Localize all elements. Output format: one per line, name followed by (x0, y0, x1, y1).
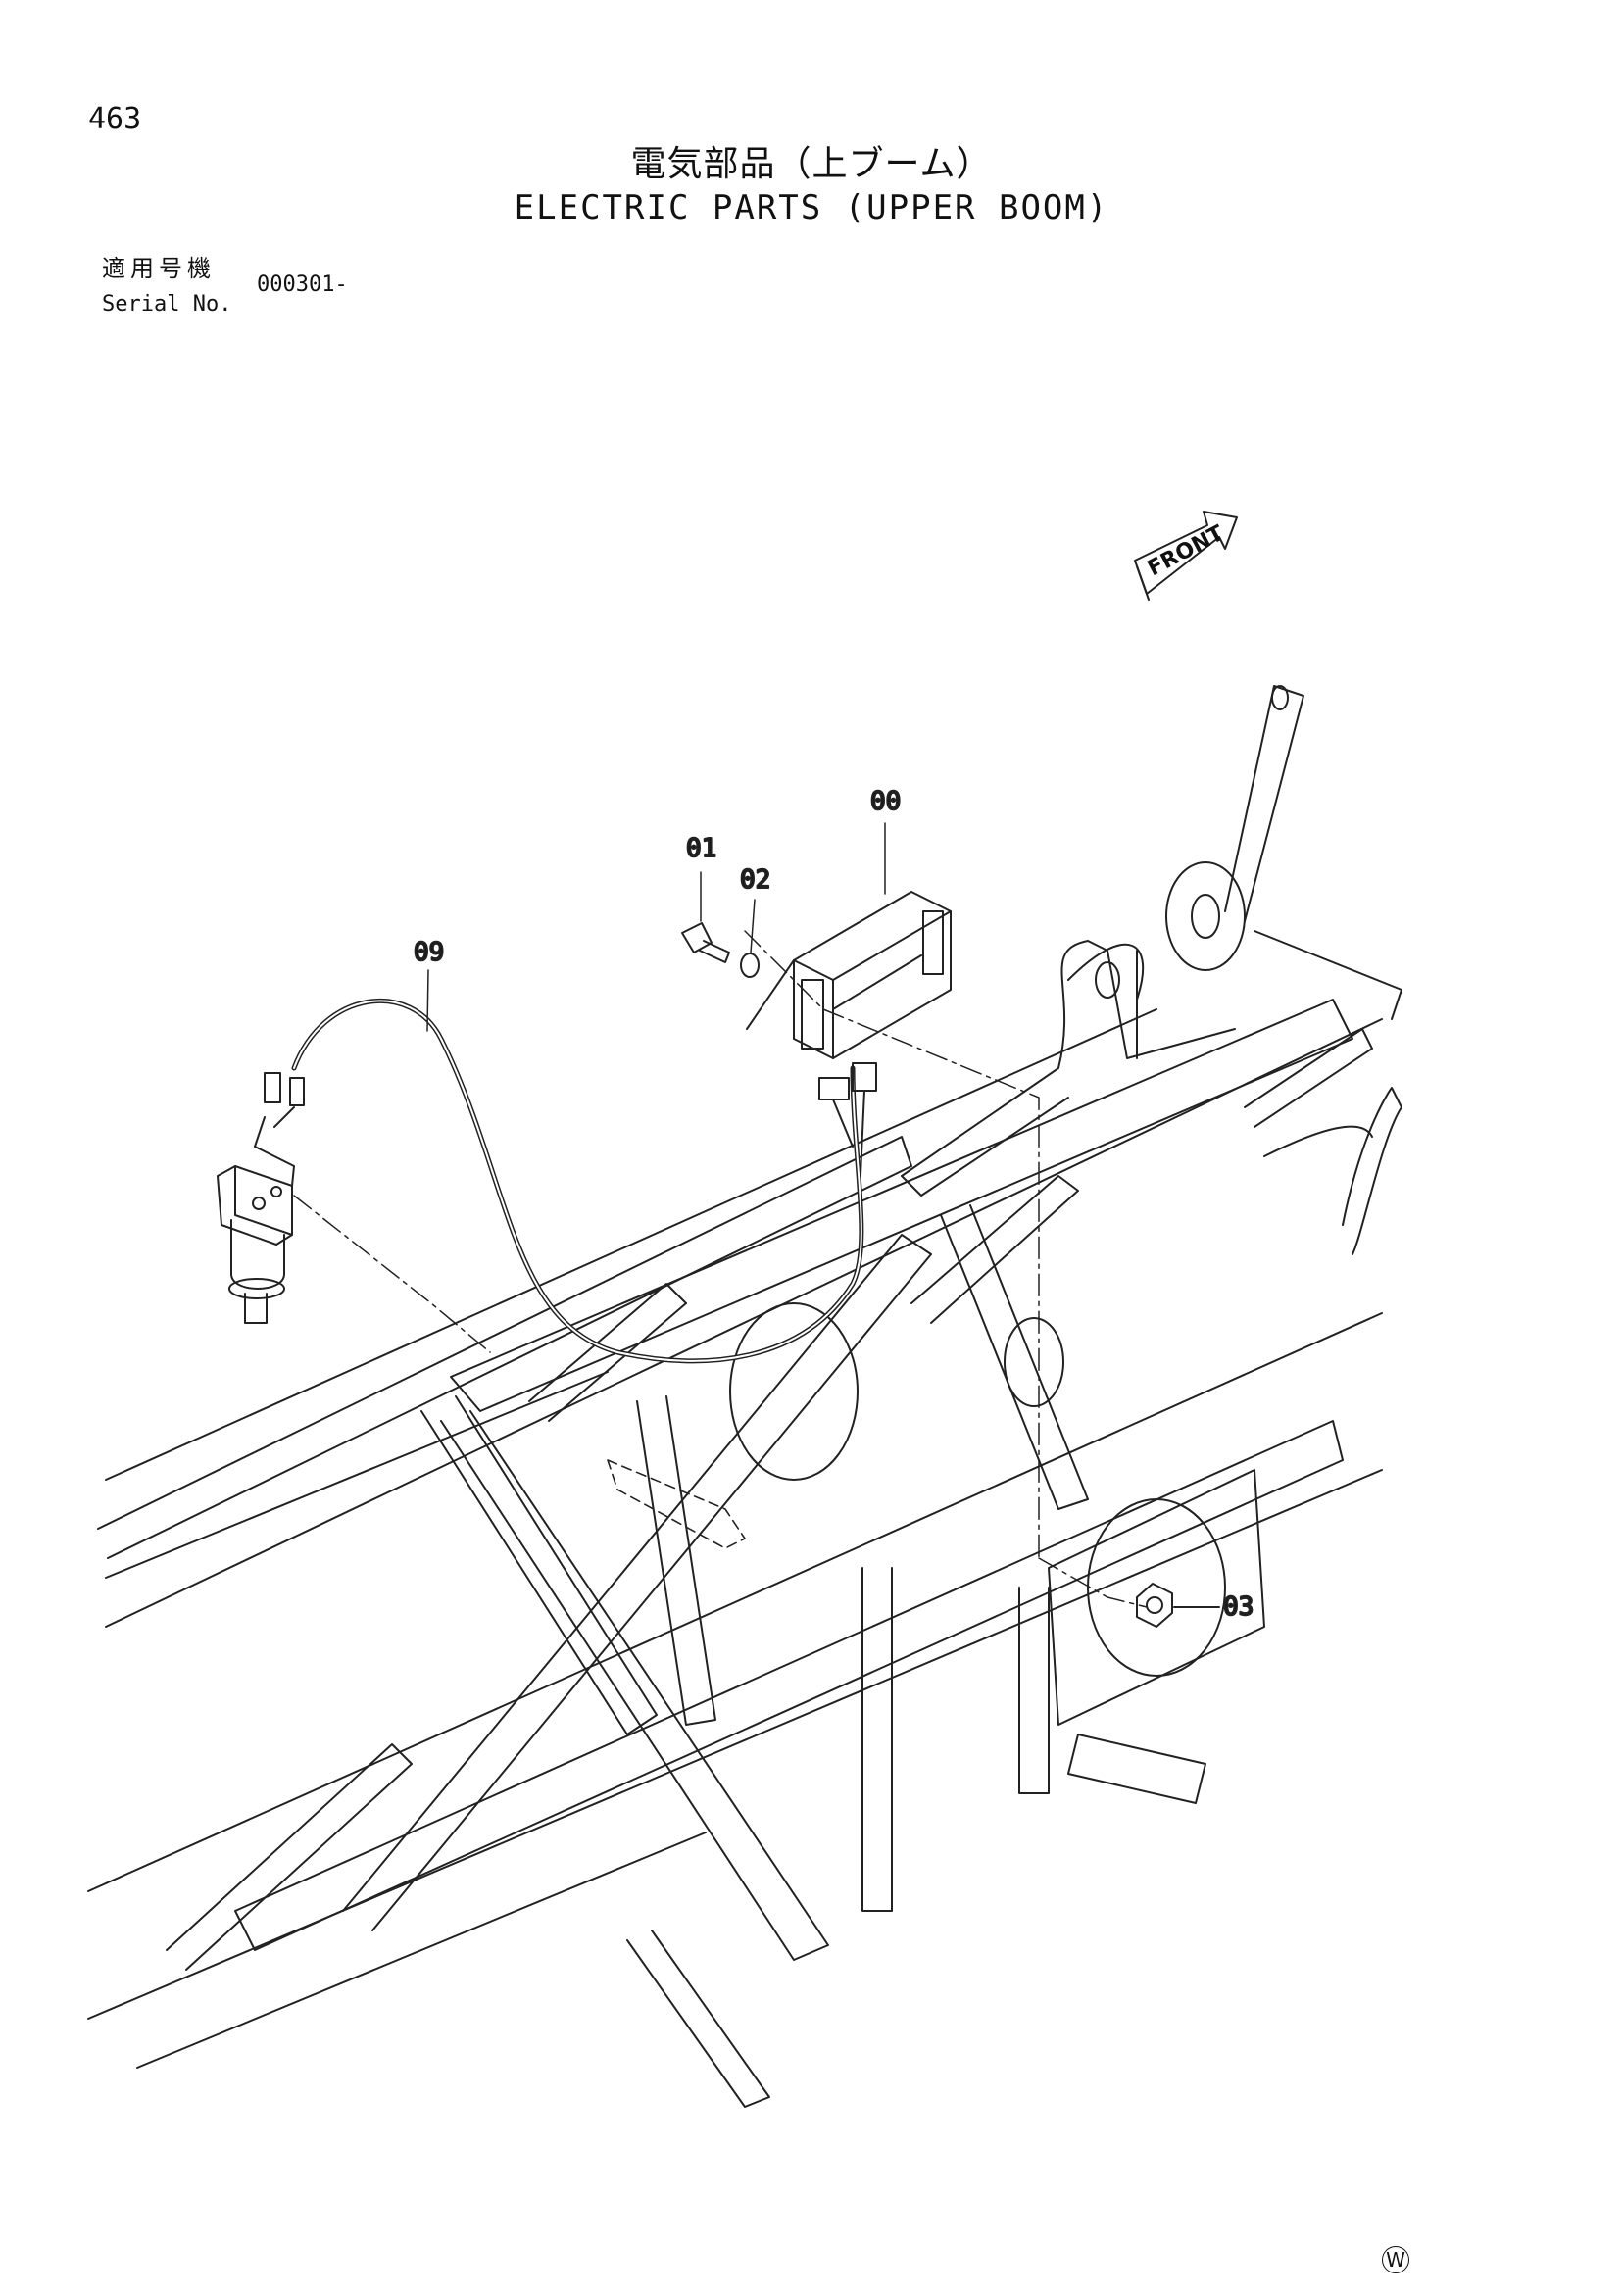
callout-03: 03 (1223, 1592, 1254, 1622)
part-00-box (746, 891, 952, 1059)
page-number: 463 (88, 102, 142, 136)
leader-lines (293, 930, 1148, 1608)
callout-01: 01 (686, 834, 716, 863)
front-arrow-icon: FRONT (1134, 511, 1238, 601)
watermark-logo: W (1382, 2246, 1409, 2273)
limit-switch-assembly (217, 1116, 295, 1324)
page-title-english: ELECTRIC PARTS (UPPER BOOM) (514, 188, 1109, 227)
serial-label-english: Serial No. (102, 292, 232, 317)
part-01-bolt (681, 922, 730, 963)
front-label: FRONT (1144, 521, 1228, 582)
part-09-harness (264, 998, 877, 1364)
serial-number-value: 000301- (257, 272, 348, 297)
serial-label-japanese: 適用号機 (102, 255, 216, 282)
hidden-bracket (607, 1459, 746, 1549)
boom-frame (87, 685, 1402, 2108)
callout-09: 09 (414, 938, 444, 967)
page-title-japanese: 電気部品（上ブーム） (630, 144, 993, 184)
callout-leaders (426, 822, 886, 1032)
callout-00: 00 (870, 787, 901, 816)
part-02-washer (740, 953, 760, 978)
part-03-nut (1136, 1583, 1220, 1628)
callout-02: 02 (740, 865, 770, 895)
